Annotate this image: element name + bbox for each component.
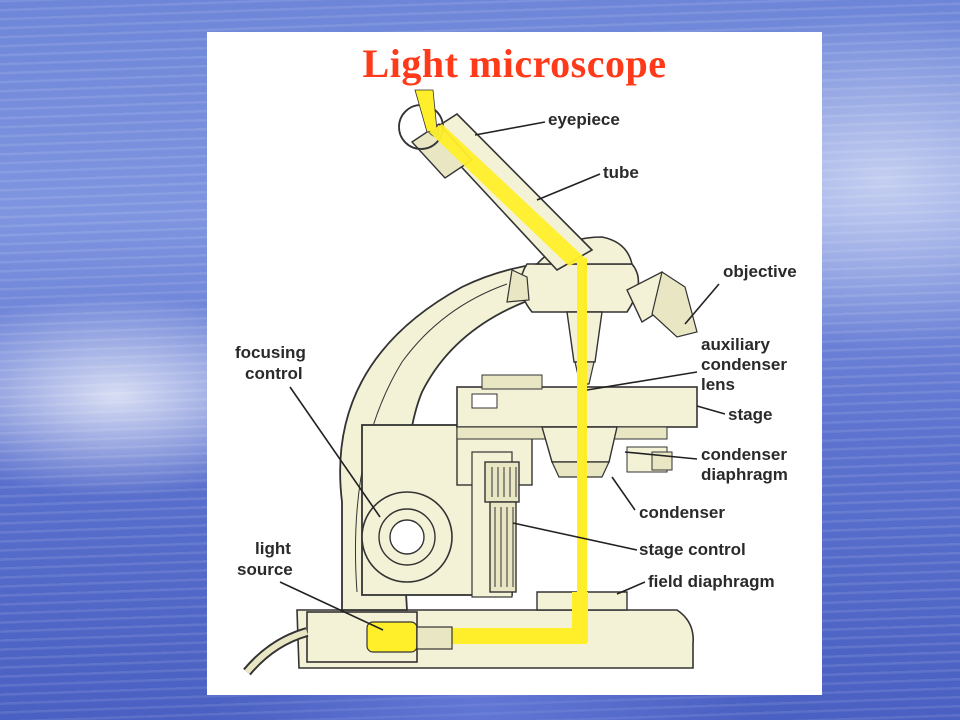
label-tube: tube xyxy=(603,163,639,182)
label-lens: lens xyxy=(701,375,735,394)
slide-title: Light microscope xyxy=(362,41,667,86)
label-condenser-diaphragm-2: diaphragm xyxy=(701,465,788,484)
leader-lines xyxy=(279,121,726,631)
label-eyepiece: eyepiece xyxy=(548,110,620,129)
label-focusing: focusing xyxy=(235,343,306,362)
label-auxiliary: auxiliary xyxy=(701,335,771,354)
label-objective: objective xyxy=(723,262,797,281)
light-path xyxy=(366,89,588,653)
label-control: control xyxy=(245,364,303,383)
label-light: light xyxy=(255,539,291,558)
label-condenser-diaphragm-1: condenser xyxy=(701,445,787,464)
slide-panel: Light microscope xyxy=(207,32,822,695)
microscope-diagram: eyepiece tube objective auxiliary conden… xyxy=(235,89,797,676)
objective-lens xyxy=(626,271,698,338)
stage-control-knob xyxy=(484,461,520,593)
label-condenser-lens-line: condenser xyxy=(701,355,787,374)
label-condenser: condenser xyxy=(639,503,725,522)
label-stage: stage xyxy=(728,405,772,424)
label-source: source xyxy=(237,560,293,579)
label-stage-control: stage control xyxy=(639,540,746,559)
label-field-diaphragm: field diaphragm xyxy=(648,572,775,591)
